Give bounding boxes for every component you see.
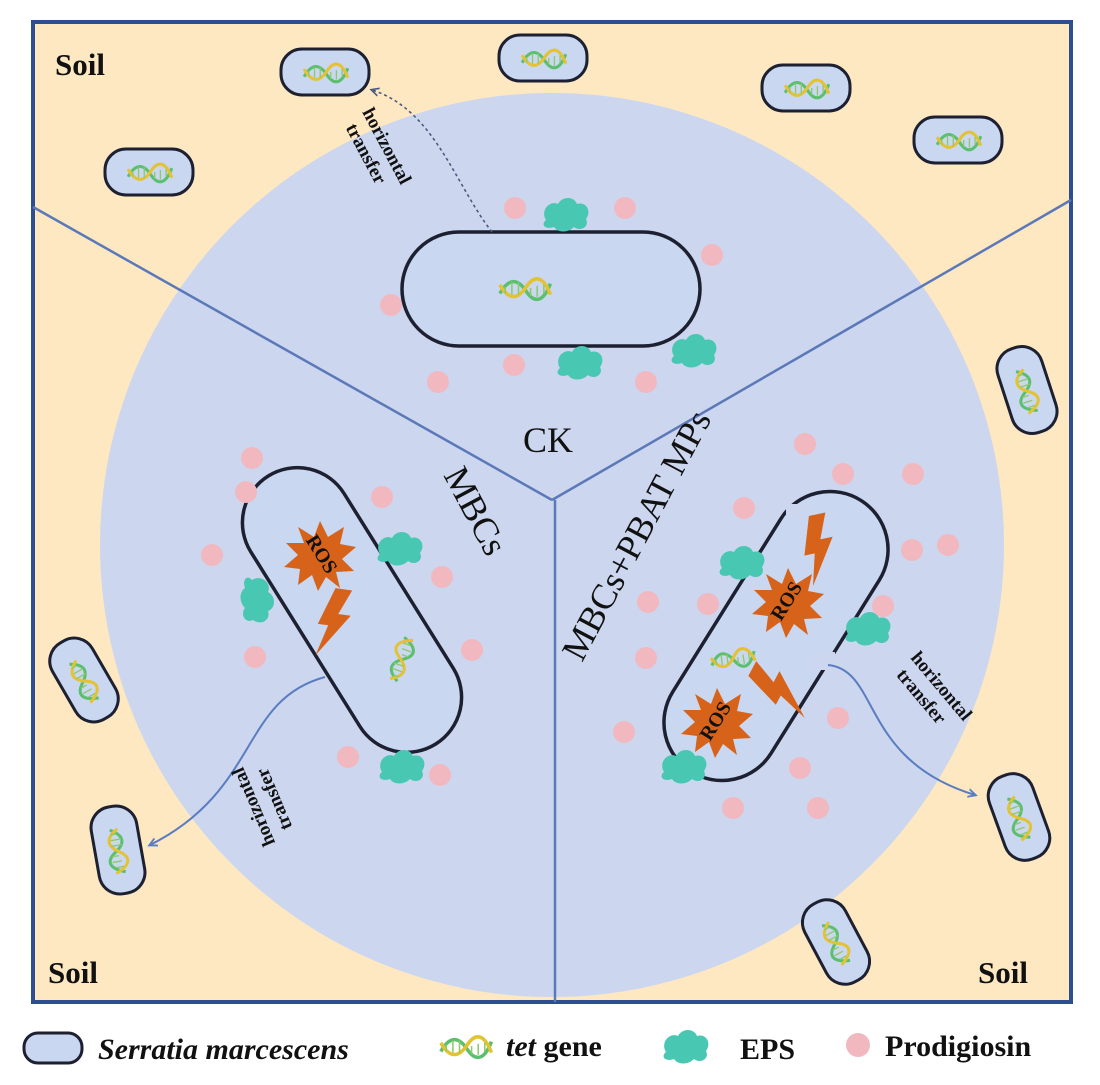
culture-circle	[100, 93, 1004, 997]
legend-prodigiosin-label: Prodigiosin	[885, 1030, 1031, 1063]
mbcs-prodigiosin	[201, 447, 483, 786]
ck-bacterium	[400, 230, 702, 348]
legend-tet-gene-swatch	[439, 1035, 494, 1060]
legend-prodigiosin-swatch	[846, 1033, 870, 1057]
legend-gene-rest: gene	[536, 1030, 602, 1063]
soil-bacterium	[105, 149, 193, 195]
soil-label-bottom-left: Soil	[48, 955, 98, 990]
sector-dividers	[32, 198, 1072, 1002]
legend-gene-label: tet gene	[506, 1030, 602, 1063]
legend-bacterium-swatch	[22, 1031, 84, 1065]
legend: Serratia marcescens tet gene EPS Prodigi…	[22, 1030, 1031, 1066]
ck-group-label: CK	[523, 420, 573, 460]
mbcs-pbat-prodigiosin	[613, 433, 959, 819]
soil-bacterium	[762, 65, 850, 111]
soil-label-top-left: Soil	[55, 47, 105, 82]
soil-bacterium	[914, 117, 1002, 163]
legend-eps-label: EPS	[740, 1033, 795, 1066]
soil-bacterium	[281, 49, 369, 95]
mbcs-bacterium	[240, 465, 464, 755]
soil-bacterium	[499, 35, 587, 81]
legend-bacterium-label: Serratia marcescens	[98, 1033, 349, 1066]
mbcs-pbat-transfer-arrow	[827, 664, 975, 795]
soil-label-bottom-right: Soil	[978, 955, 1028, 990]
ck-prodigiosin	[380, 197, 723, 393]
legend-gene-italic: tet	[506, 1030, 538, 1063]
mbcs-transfer-arrow	[150, 676, 326, 845]
legend-eps-swatch	[663, 1030, 709, 1064]
